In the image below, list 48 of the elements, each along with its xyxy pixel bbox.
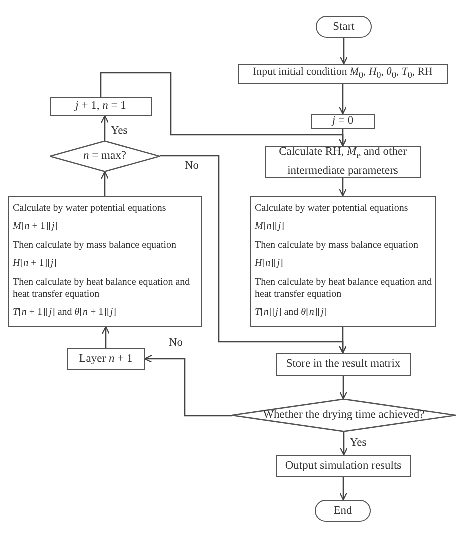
- arrow: [339, 477, 348, 501]
- arrow: [144, 354, 232, 417]
- arrow: [102, 326, 110, 348]
- node-text: Whether the drying time achieved?: [263, 408, 425, 424]
- process-box: [238, 64, 448, 84]
- terminal-box: [315, 500, 371, 522]
- node-text: Then calculate by mass balance equation: [13, 240, 177, 252]
- node-text: Calculate by water potential equations: [255, 202, 408, 216]
- node-text: j = 0: [332, 114, 354, 130]
- arrow: [100, 115, 110, 141]
- process-box: [50, 97, 152, 116]
- node-text: End: [334, 504, 352, 519]
- node-text: Layer n + 1: [79, 352, 133, 367]
- node-text: M[n][j]: [255, 221, 284, 234]
- node-text: Input initial condition M$_{0}$, H$_{0}$, θ$_{0}$, T$_{0}$, RH: [253, 65, 433, 83]
- node-text: M[n + 1][j]: [13, 221, 58, 234]
- node-text: T[n][j] and θ[n][j]: [255, 307, 328, 320]
- terminal-box: [316, 16, 372, 38]
- node-text: n = max?: [84, 149, 126, 164]
- node-text: H[n + 1][j]: [13, 258, 58, 271]
- decision-diamond: [50, 141, 160, 172]
- node-text: Store in the result matrix: [286, 357, 401, 372]
- arrow: [338, 84, 348, 115]
- node-text: Calculate RH, M$_{e}$ and other intermediate parameters: [278, 145, 408, 180]
- process-box: [276, 455, 411, 477]
- node-text: Output simulation results: [285, 458, 402, 474]
- node-text: j + 1, n = 1: [76, 99, 126, 114]
- node-text: Then calculate by heat balance equation and heat transfer equation: [255, 276, 433, 302]
- node-text: H[n][j]: [255, 258, 284, 271]
- process-box: [250, 196, 436, 327]
- decision-diamond: [232, 399, 456, 432]
- process-box: [8, 196, 202, 327]
- process-box: [276, 353, 411, 376]
- process-box: [311, 114, 375, 129]
- arrow: [338, 178, 348, 197]
- node-text: Calculate by water potential equations: [13, 202, 166, 216]
- arrow: [160, 155, 348, 354]
- process-box: [67, 348, 145, 370]
- arrow: [100, 72, 348, 147]
- node-text: Then calculate by heat balance equation and heat transfer equation: [13, 276, 192, 302]
- arrow: [339, 376, 348, 400]
- node-text: Then calculate by mass balance equation: [255, 240, 419, 252]
- node-text: Start: [333, 20, 355, 35]
- arrow: [340, 38, 348, 65]
- arrow: [340, 432, 348, 456]
- arrow: [100, 171, 110, 196]
- node-text: T[n + 1][j] and θ[n + 1][j]: [13, 307, 116, 320]
- process-box: [265, 146, 421, 178]
